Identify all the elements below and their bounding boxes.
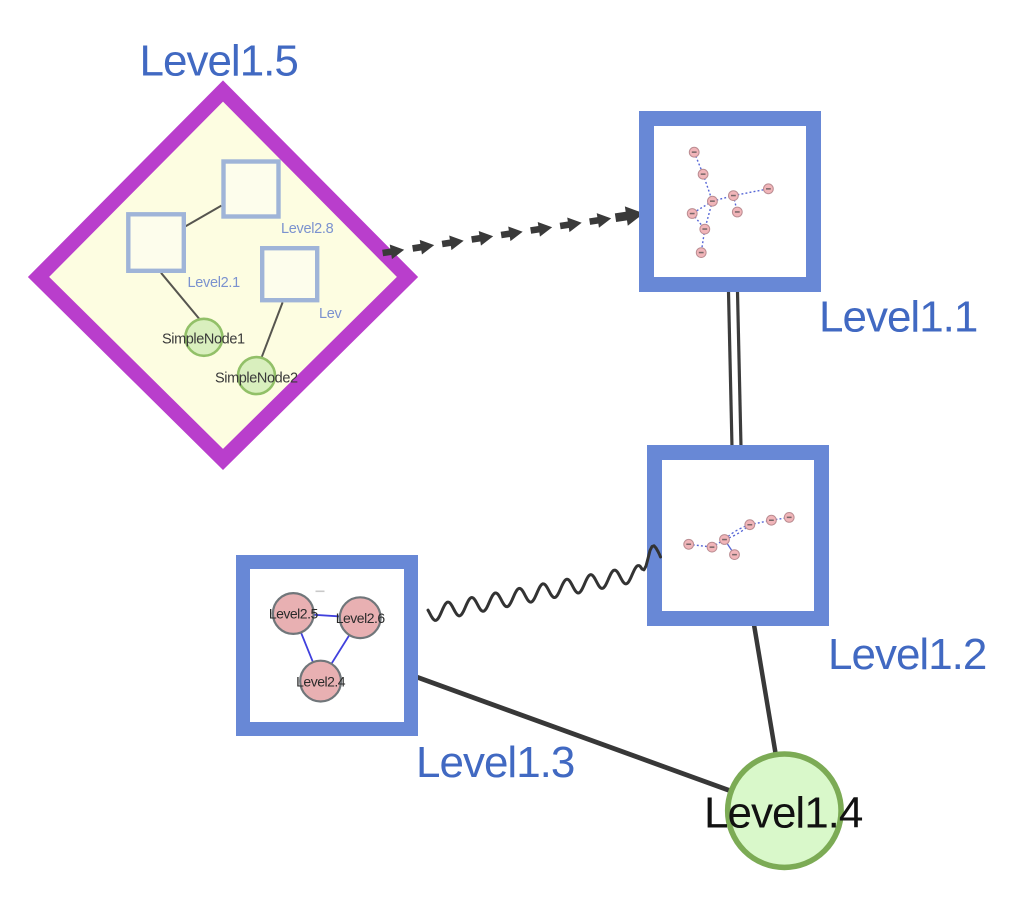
svg-text:Level2.6: Level2.6 xyxy=(336,610,386,626)
svg-text:SimpleNode2: SimpleNode2 xyxy=(215,371,298,387)
svg-text:Level1.1: Level1.1 xyxy=(819,293,977,342)
svg-text:Level2.8: Level2.8 xyxy=(281,221,334,237)
svg-text:Level1.2: Level1.2 xyxy=(828,630,986,679)
svg-text:Level2.1: Level2.1 xyxy=(188,275,241,291)
svg-text:Level2.5: Level2.5 xyxy=(269,606,319,622)
svg-text:SimpleNode1: SimpleNode1 xyxy=(162,332,245,348)
svg-text:Level2.4: Level2.4 xyxy=(296,673,346,689)
svg-text:Level1.4: Level1.4 xyxy=(704,789,863,838)
svg-text:Level1.3: Level1.3 xyxy=(416,738,574,787)
svg-text:Level1.5: Level1.5 xyxy=(140,37,298,86)
svg-text:Lev: Lev xyxy=(319,306,343,322)
